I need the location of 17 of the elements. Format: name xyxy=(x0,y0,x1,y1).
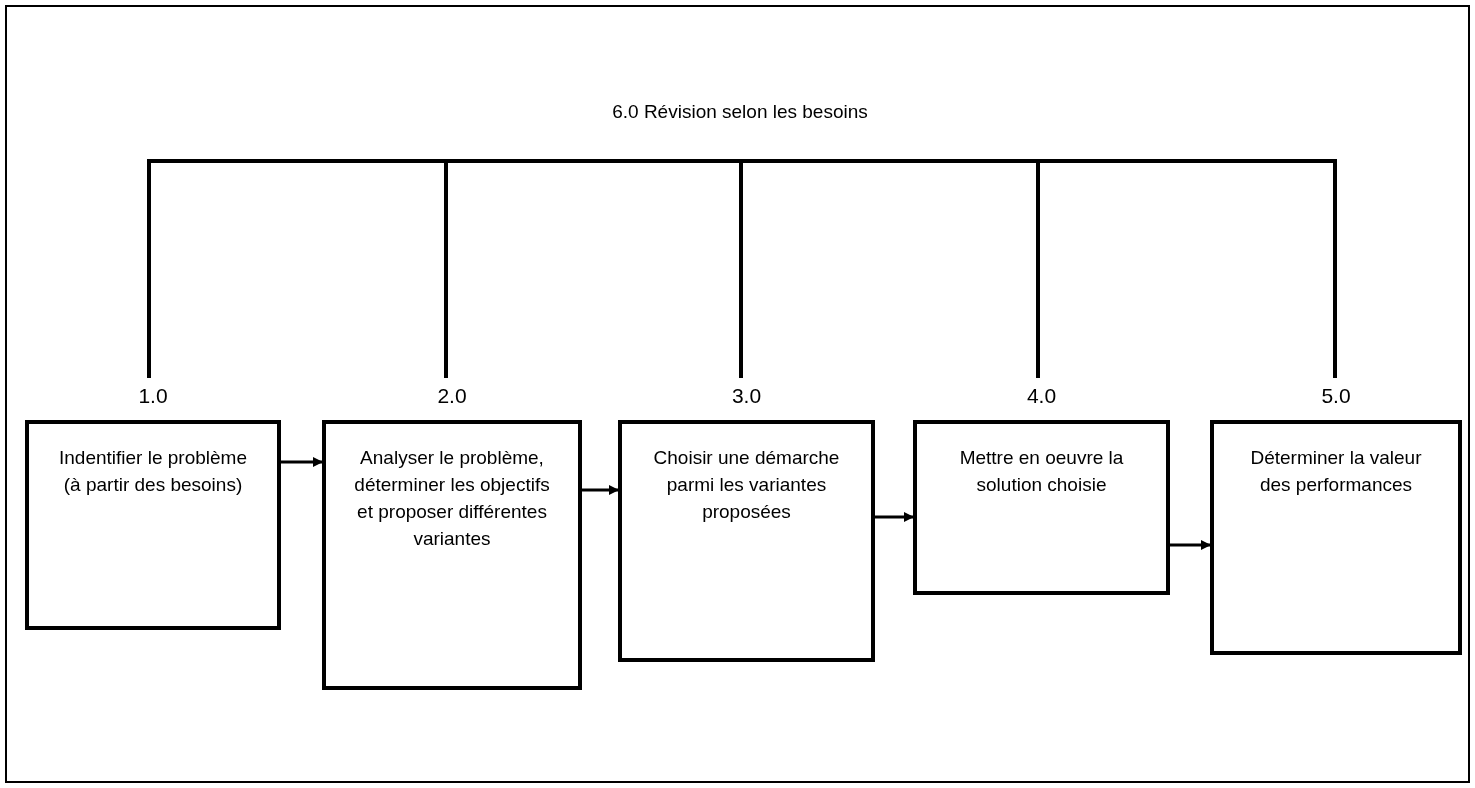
step-number: 2.0 xyxy=(437,383,467,409)
arrow xyxy=(281,457,323,467)
step-number: 5.0 xyxy=(1321,383,1351,409)
arrow xyxy=(875,512,914,522)
arrow xyxy=(582,485,619,495)
heading-text: 6.0 Révision selon les besoins xyxy=(560,98,920,127)
box-text: Mettre en oeuvre la solution choisie xyxy=(958,446,1125,497)
box-text: Choisir une démarche parmi les variantes proposées xyxy=(652,446,841,524)
box-text: Analyser le problème, déterminer les objectifs et proposer différentes variantes xyxy=(353,446,551,551)
step-number: 4.0 xyxy=(1026,383,1057,409)
arrow xyxy=(1170,540,1211,550)
bracket-line xyxy=(738,159,743,378)
bracket-line xyxy=(444,159,740,378)
step-number: 3.0 xyxy=(731,383,762,409)
box-text: Déterminer la valeur des performances xyxy=(1249,446,1423,497)
step-number: 1.0 xyxy=(138,383,168,409)
box-text: Indentifier le problème (à partir des besoins) xyxy=(58,446,248,497)
